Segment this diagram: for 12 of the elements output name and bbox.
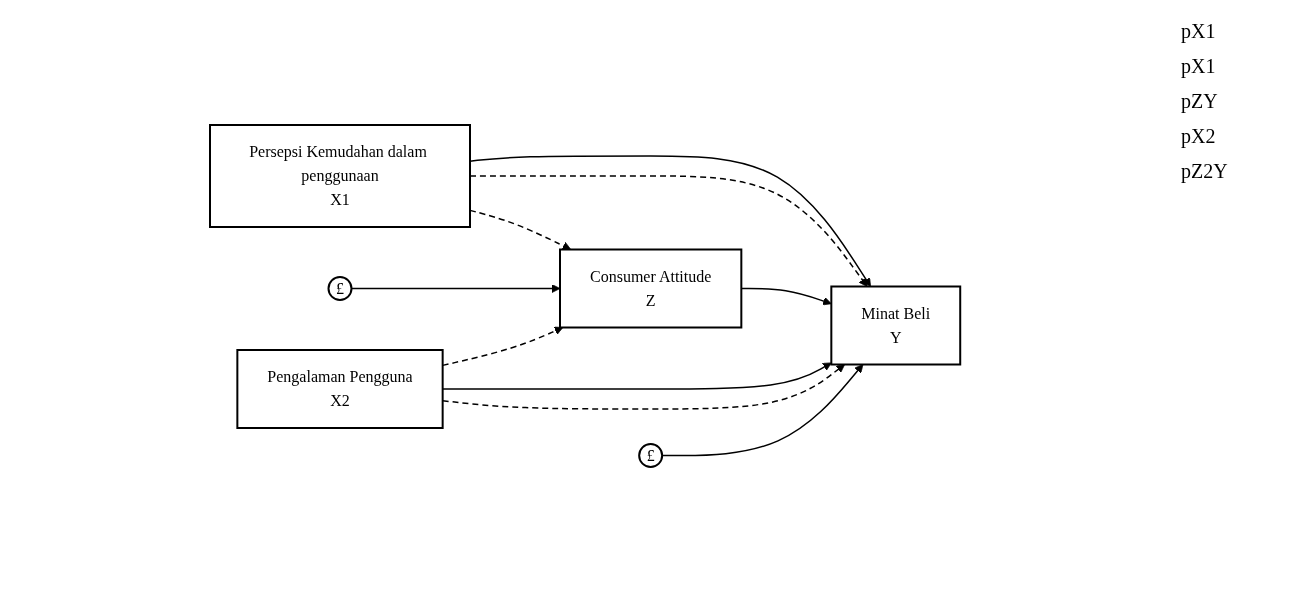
arrow [351,284,561,294]
node-box: Consumer Attitude Z [559,248,743,329]
path-coefficient-label: pX2 [1181,125,1217,148]
path-coefficient-label: pZ2Y [1181,160,1229,183]
path-coefficient-label: pZY [1181,90,1219,113]
node-box: Minat Beli Y [830,285,962,366]
node-circle: £ [327,276,353,302]
node-box: Pengalaman Pengguna X2 [236,349,445,430]
node-circle: £ [638,443,664,469]
path-coefficient-label: pX1 [1181,55,1217,78]
node-box: Persepsi Kemudahan dalam penggunaan X1 [209,124,472,229]
path-coefficient-label: pX1 [1181,20,1217,43]
